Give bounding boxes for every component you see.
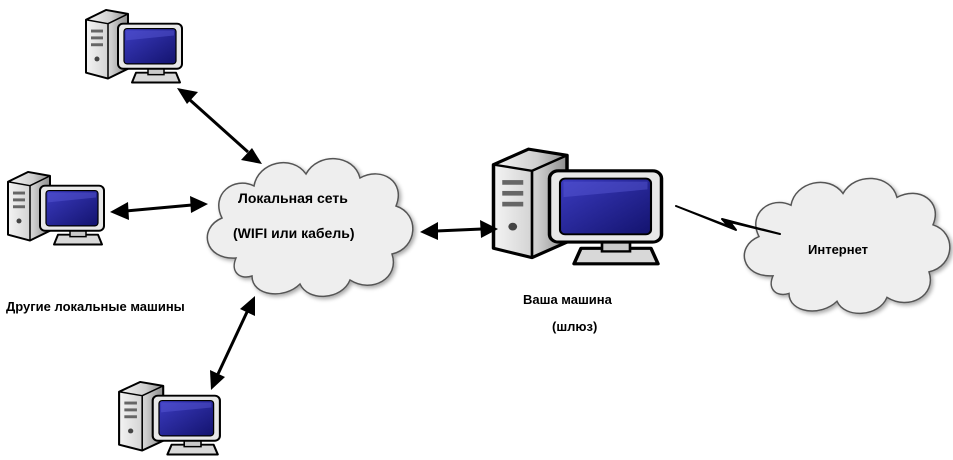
internet-label: Интернет [808,242,869,257]
computer-icon [7,170,105,246]
double-arrow-icon [210,296,255,390]
other-machines-label: Другие локальные машины [6,299,185,314]
computer-icon [491,147,664,266]
double-arrow-icon [110,196,208,220]
lan-label-line1: Локальная сеть [238,190,348,206]
lan-label-line2: (WIFI или кабель) [233,225,355,241]
lightning-link-icon [675,205,781,235]
double-arrow-icon [177,88,262,164]
your-machine-label: Ваша машина [523,292,612,307]
computer-icon [85,8,183,84]
computer-icon [118,380,221,456]
gateway-label: (шлюз) [552,319,598,334]
double-arrow-icon [420,220,498,240]
